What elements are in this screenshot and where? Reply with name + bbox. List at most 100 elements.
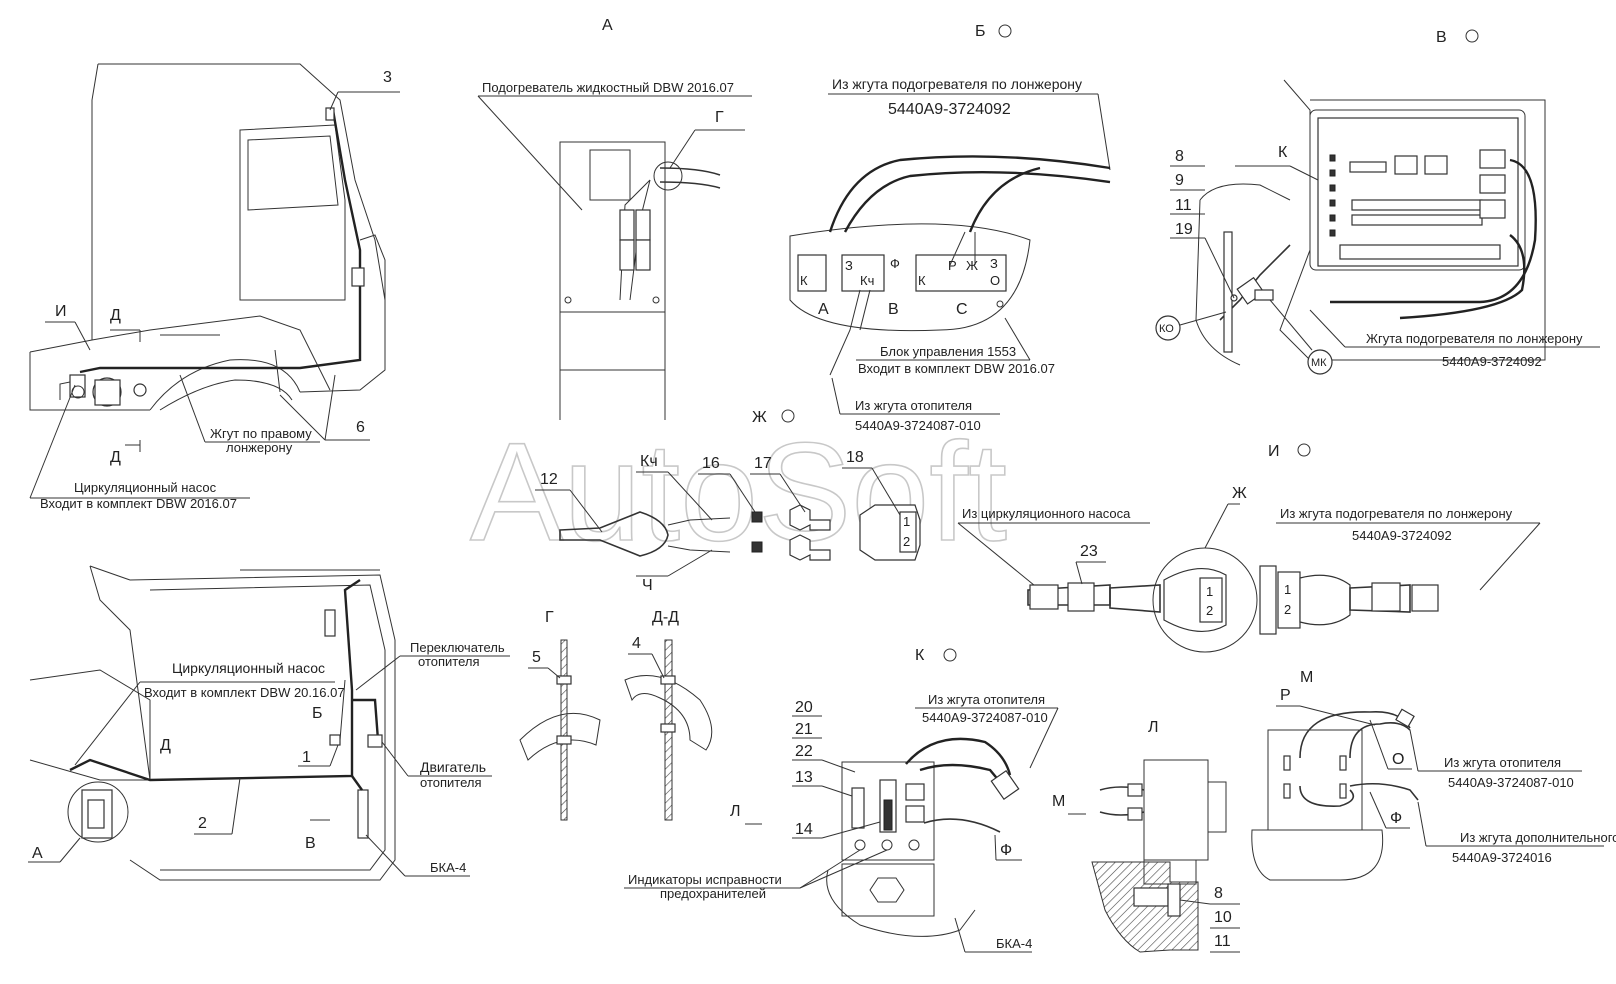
callout-8-l: 8	[1214, 885, 1223, 902]
heater-engine-label-2: отопителя	[420, 775, 482, 790]
callout-11-v: 11	[1175, 197, 1192, 214]
pin-k-b1: К	[800, 273, 808, 288]
callout-1: 1	[302, 749, 311, 766]
callout-mk: МК	[1311, 357, 1327, 369]
callout-14: 14	[795, 821, 813, 838]
pin-1-i-right: 1	[1284, 582, 1291, 597]
callout-ko: КО	[1159, 323, 1174, 335]
heater-harness-spar-v: Жгута подогревателя по лонжерону	[1366, 331, 1583, 346]
heater-switch-label-2: отопителя	[418, 654, 480, 669]
harness-087-b: 5440А9-3724087-010	[855, 418, 981, 433]
callout-v-front: В	[305, 835, 316, 852]
pin-z-b2: З	[990, 256, 998, 271]
circ-pump-kit-label: Входит в комплект DBW 2016.07	[40, 496, 237, 511]
callout-a-front: А	[32, 845, 43, 862]
callout-kch: Кч	[640, 453, 658, 470]
cab-side-callouts: 3 И Д Д 6 Жгут по правому лонжерону Цирк…	[29, 69, 400, 511]
callout-3: 3	[383, 69, 392, 86]
callout-8-v: 8	[1175, 148, 1184, 165]
pin-2-i-left: 2	[1206, 603, 1213, 618]
cab-side-view	[29, 63, 386, 452]
callout-i: И	[55, 303, 67, 320]
callout-m-l: М	[1052, 793, 1065, 810]
harness-087-k: 5440А9-3724087-010	[922, 710, 1048, 725]
view-i-title: И	[1268, 443, 1280, 460]
view-i: И Из циркуляционного насоса Из жгута под…	[957, 443, 1541, 653]
cab-front-callouts: Циркуляционный насос Входит в комплект D…	[28, 640, 510, 877]
callout-21: 21	[795, 721, 813, 738]
callout-4: 4	[632, 635, 641, 652]
callout-d-top: Д	[110, 307, 121, 324]
callout-12: 12	[540, 471, 558, 488]
view-m-title: М	[1300, 669, 1313, 686]
harness-016: 5440А9-3724016	[1452, 850, 1552, 865]
pin-1-zh: 1	[903, 514, 910, 529]
callout-17: 17	[754, 455, 772, 472]
view-dd: Д-Д 4	[624, 609, 713, 821]
from-additional-harness: Из жгута дополнительного	[1460, 830, 1616, 845]
callout-k-view-v: К	[1278, 144, 1288, 161]
view-v: В К	[1155, 29, 1600, 375]
view-zh-title: Ж	[752, 409, 767, 426]
view-a-title: А	[602, 17, 613, 34]
pin-2-zh: 2	[903, 534, 910, 549]
callout-16: 16	[702, 455, 720, 472]
pin-2-i-right: 2	[1284, 602, 1291, 617]
harness-092-i: 5440А9-3724092	[1352, 528, 1452, 543]
view-zh: Ж 1 2 12 Кч Ч 16 17 18	[535, 409, 921, 594]
view-dd-title: Д-Д	[652, 609, 679, 626]
callout-5: 5	[532, 649, 541, 666]
callout-22: 22	[795, 743, 813, 760]
circ-pump-label: Циркуляционный насос	[74, 480, 217, 495]
from-circ-pump-label: Из циркуляционного насоса	[962, 506, 1131, 521]
view-k: К Из жгута отопителя 5440А9-3724087-010 …	[624, 647, 1059, 953]
pin-k-b2: К	[918, 273, 926, 288]
circ-pump-front-label: Циркуляционный насос	[172, 660, 325, 676]
callout-d-bottom: Д	[110, 449, 121, 466]
view-a: А Подогреватель жидкостный DBW 2016.07 Г	[477, 17, 752, 420]
callout-b-front: Б	[312, 705, 323, 722]
pin-z-b1: З	[845, 258, 853, 273]
fuse-indicators-label-1: Индикаторы исправности	[628, 872, 782, 887]
callout-f-m: Ф	[1390, 810, 1402, 827]
callout-o: О	[1392, 751, 1404, 768]
bka4-k-label: БКА-4	[996, 936, 1032, 951]
callout-ch: Ч	[642, 577, 653, 594]
circ-pump-front-kit-label: Входит в комплект DBW 20.16.07	[144, 685, 345, 700]
callout-10-l: 10	[1214, 909, 1232, 926]
heater-engine-label-1: Двигатель	[420, 759, 486, 775]
view-g-title: Г	[545, 609, 554, 626]
connector-c-label: С	[956, 301, 968, 318]
callout-18: 18	[846, 449, 864, 466]
callout-d-front: Д	[160, 737, 171, 754]
connector-a-label: А	[818, 301, 829, 318]
pin-p-b2: Р	[948, 258, 957, 273]
callout-20: 20	[795, 699, 813, 716]
pin-o-b2: О	[990, 273, 1000, 288]
from-heater-harness-k: Из жгута отопителя	[928, 692, 1045, 707]
callout-g-view-a: Г	[715, 109, 724, 126]
callout-19-v: 19	[1175, 221, 1193, 238]
callout-2: 2	[198, 815, 207, 832]
view-b-title: Б	[975, 23, 986, 40]
harness-092-b: 5440А9-3724092	[888, 101, 1011, 118]
pin-1-i-left: 1	[1206, 584, 1213, 599]
callout-p: Р	[1280, 687, 1291, 704]
harness-087-m: 5440А9-3724087-010	[1448, 775, 1574, 790]
from-heater-harness-spar-b: Из жгута подогревателя по лонжерону	[832, 76, 1082, 92]
right-spar-harness-label-2: лонжерону	[226, 440, 293, 455]
control-block-kit-label: Входит в комплект DBW 2016.07	[858, 361, 1055, 376]
from-heater-harness-b: Из жгута отопителя	[855, 398, 972, 413]
callout-6: 6	[356, 419, 365, 436]
callout-23: 23	[1080, 543, 1098, 560]
harness-092-v: 5440А9-3724092	[1442, 354, 1542, 369]
fuse-indicators-label-2: предохранителей	[660, 886, 766, 901]
view-v-title: В	[1436, 29, 1447, 46]
heater-liquid-label: Подогреватель жидкостный DBW 2016.07	[482, 80, 734, 95]
callout-l-k: Л	[730, 803, 741, 820]
view-l-title: Л	[1148, 719, 1159, 736]
view-l: Л М 8 10 11	[1052, 719, 1240, 953]
pin-zh-b2: Ж	[966, 258, 978, 273]
view-g: Г 5	[519, 609, 601, 821]
